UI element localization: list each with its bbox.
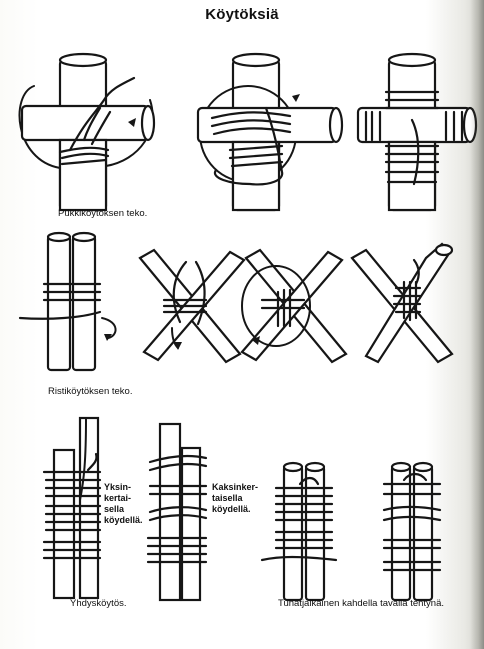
note-line: sella (104, 504, 143, 515)
note-line: kertai- (104, 493, 143, 504)
cross-lashing-step-3-icon (242, 250, 346, 362)
shear-lashing-step-1-icon (20, 54, 154, 210)
splice-lashing-double-icon (148, 424, 206, 600)
cross-lashing-step-4-icon (352, 244, 452, 362)
note-line: köydellä. (212, 504, 258, 515)
tripod-lashing-a-icon (262, 463, 336, 600)
caption-risti: Ristiköytöksen teko. (48, 386, 132, 397)
shear-lashing-step-3-icon (358, 54, 476, 210)
note-single-rope: Yksin- kertai- sella köydellä. (104, 482, 143, 526)
note-double-rope: Kaksinker- taisella köydellä. (212, 482, 258, 515)
cross-lashing-step-1-icon (20, 233, 116, 370)
note-line: taisella (212, 493, 258, 504)
caption-yhdys: Yhdysköytös. (70, 598, 127, 609)
caption-pukki: Pukkiköytöksen teko. (58, 208, 147, 219)
note-line: Kaksinker- (212, 482, 258, 493)
cross-lashing-step-2-icon (140, 250, 244, 362)
note-line: köydellä. (104, 515, 143, 526)
note-line: Yksin- (104, 482, 143, 493)
page-edge-shadow (470, 0, 484, 649)
shear-lashing-step-2-icon (198, 54, 342, 210)
splice-lashing-single-icon (44, 418, 100, 598)
caption-tuhat: Tuhatjalkainen kahdella tavalla tehtynä. (278, 598, 444, 609)
tripod-lashing-b-icon (384, 463, 440, 600)
